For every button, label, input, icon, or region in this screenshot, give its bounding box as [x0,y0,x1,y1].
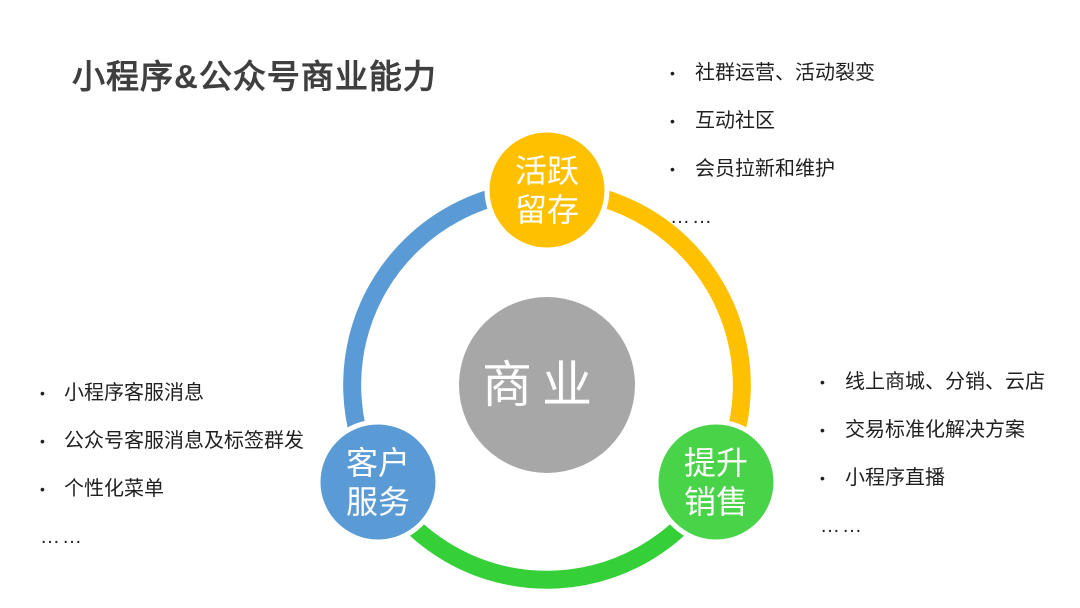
bullet-icon: • [820,422,825,438]
list-more-ellipsis: …… [670,206,875,228]
list-item-text: 个性化菜单 [64,478,164,500]
retention-node-label-line1: 活跃 [515,153,579,189]
bullet-icon: • [670,161,675,177]
ellipsis-text: …… [820,515,864,537]
list-item: • 会员拉新和维护 [670,158,875,180]
page-title: 小程序&公众号商业能力 [72,58,437,95]
list-item-text: 小程序直播 [845,467,945,489]
list-more-ellipsis: …… [820,515,1045,537]
bullet-icon: • [40,481,45,497]
bullet-icon: • [40,385,45,401]
list-item-text: 社群运营、活动裂变 [695,62,875,84]
sales-list: • 线上商城、分销、云店 • 交易标准化解决方案 • 小程序直播 …… [820,371,1045,563]
service-node-circle [315,419,441,545]
list-item: • 互动社区 [670,110,875,132]
list-item: • 个性化菜单 [40,478,304,500]
center-node-label: 商业 [482,357,602,413]
list-item: • 公众号客服消息及标签群发 [40,430,304,452]
retention-node-circle [484,127,610,253]
list-item: • 交易标准化解决方案 [820,419,1045,441]
bullet-icon: • [40,433,45,449]
sales-node-label-line1: 提升 [684,445,748,481]
service-node-label-line2: 服务 [346,484,410,520]
ellipsis-text: …… [670,206,714,228]
retention-node-label-line2: 留存 [515,192,579,228]
list-more-ellipsis: …… [40,526,304,548]
list-item-text: 线上商城、分销、云店 [845,371,1045,393]
bullet-icon: • [670,65,675,81]
service-node-label-line1: 客户 [346,445,410,481]
list-item-text: 互动社区 [695,110,775,132]
list-item: • 小程序客服消息 [40,382,304,404]
retention-list: • 社群运营、活动裂变 • 互动社区 • 会员拉新和维护 …… [670,62,875,254]
service-list: • 小程序客服消息 • 公众号客服消息及标签群发 • 个性化菜单 …… [40,382,304,574]
list-item-text: 会员拉新和维护 [695,158,835,180]
sales-node-circle [653,419,779,545]
list-item: • 社群运营、活动裂变 [670,62,875,84]
list-item-text: 小程序客服消息 [64,382,204,404]
list-item-text: 交易标准化解决方案 [845,419,1025,441]
list-item: • 线上商城、分销、云店 [820,371,1045,393]
center-node-circle [459,297,635,473]
bullet-icon: • [820,374,825,390]
ellipsis-text: …… [40,526,84,548]
list-item: • 小程序直播 [820,467,1045,489]
list-item-text: 公众号客服消息及标签群发 [64,430,304,452]
bullet-icon: • [820,470,825,486]
bullet-icon: • [670,113,675,129]
sales-node-label-line2: 销售 [684,484,748,520]
